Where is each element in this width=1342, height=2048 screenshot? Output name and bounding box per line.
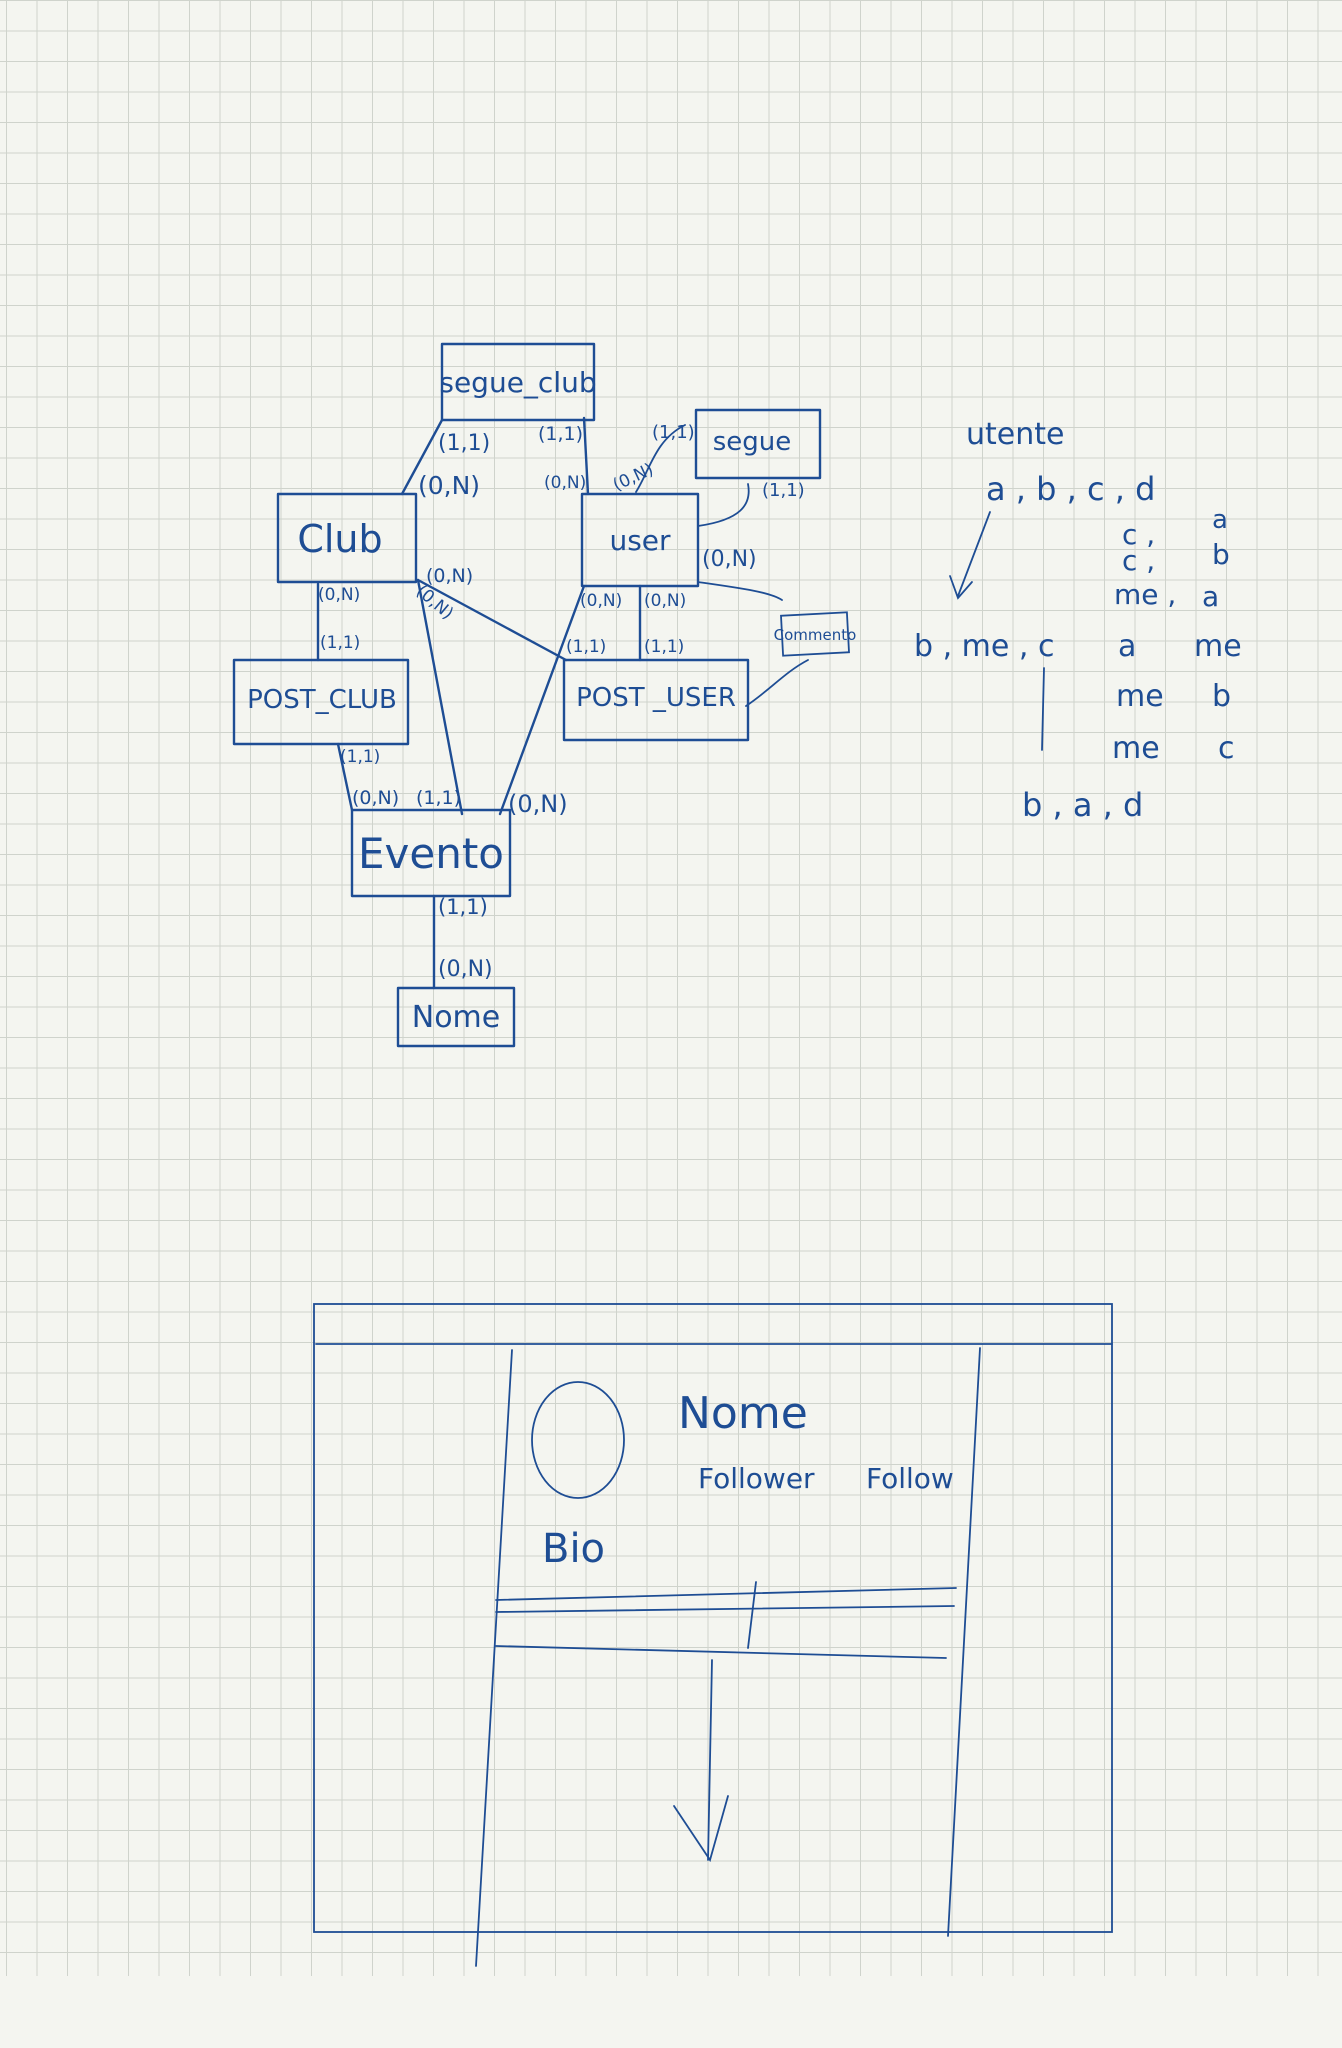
page-bottom-margin xyxy=(0,1976,1342,2048)
tab-bar-bottom xyxy=(495,1645,947,1659)
entity-club: Club xyxy=(276,492,418,584)
pair-right: b xyxy=(1212,679,1231,714)
entity-label: POST_CLUB xyxy=(247,685,397,715)
follower-label: Follower xyxy=(698,1462,815,1495)
entity-user: user xyxy=(580,492,700,588)
entity-label: user xyxy=(609,524,671,557)
entity-label: Club xyxy=(297,517,382,561)
pair-left: c , xyxy=(1122,518,1155,551)
pair-left: a xyxy=(1118,629,1136,664)
entity-label: segue_club xyxy=(439,366,596,399)
profile-wireframe: Nome Follower Follow Bio xyxy=(313,1303,1113,1967)
follow-label: Follow xyxy=(866,1462,954,1495)
cardinality-labels: (1,1) (1,1) (0,N) (0,N) (0,N) (1,1) (1,1… xyxy=(318,422,805,982)
tab-divider xyxy=(747,1581,757,1649)
bio-label: Bio xyxy=(542,1526,605,1572)
notes: utente a , b , c , d b , me , c b , a , … xyxy=(914,417,1242,824)
entity-post-club: POST_CLUB xyxy=(232,658,410,746)
cardinality-label: (1,1) xyxy=(566,637,606,657)
pair-left: c , xyxy=(1122,544,1155,577)
cardinality-label: (0,N) xyxy=(352,787,399,809)
content-right-edge xyxy=(947,1347,981,1937)
cardinality-label: (1,1) xyxy=(762,480,805,501)
entity-label: Nome xyxy=(412,1000,500,1035)
tab-bar-line xyxy=(495,1605,955,1613)
entity-label: POST _USER xyxy=(576,683,736,713)
pair-left: me xyxy=(1112,731,1160,766)
cardinality-label: (1,1) xyxy=(340,747,380,767)
entity-segue-club: segue_club xyxy=(439,342,597,422)
entity-label: segue xyxy=(713,427,792,457)
cardinality-label: (1,1) xyxy=(438,431,490,456)
cardinality-label: (0,N) xyxy=(418,471,480,500)
cardinality-label: (0,N) xyxy=(544,473,586,493)
entity-post-user: POST _USER xyxy=(562,658,750,742)
entity-label: Commento xyxy=(774,626,857,644)
entity-evento: Evento xyxy=(350,808,512,898)
content-left-edge xyxy=(475,1349,513,1967)
cardinality-label: (0,N) xyxy=(644,591,686,611)
notes-bottom-list: b , a , d xyxy=(1022,786,1143,824)
pair-right: a xyxy=(1202,580,1219,613)
pair-right: me xyxy=(1194,629,1242,664)
relationship-lines xyxy=(316,416,809,990)
entity-label: Evento xyxy=(358,829,504,878)
cardinality-label: (0,N) xyxy=(610,460,657,496)
avatar-icon xyxy=(531,1381,625,1499)
scroll-down-icon xyxy=(673,1795,729,1863)
pair-right: b xyxy=(1212,538,1230,571)
cardinality-label: (0,N) xyxy=(508,790,568,818)
cardinality-label: (1,1) xyxy=(644,637,684,657)
notes-row1: a , b , c , d xyxy=(986,470,1155,508)
pair-left: me xyxy=(1116,679,1164,714)
cardinality-label: (0,N) xyxy=(702,547,757,572)
er-diagram: segue_club segue Club user POST_CLUB POS… xyxy=(232,342,857,1048)
tab-bar-top xyxy=(495,1587,957,1601)
cardinality-label: (0,N) xyxy=(426,565,473,587)
pair-right: c xyxy=(1218,731,1235,766)
screen-frame xyxy=(313,1303,1113,1933)
entity-nome: Nome xyxy=(396,986,516,1048)
entity-commento: Commento xyxy=(774,611,857,657)
cardinality-label: (0,N) xyxy=(438,957,493,982)
cardinality-label: (1,1) xyxy=(538,423,583,445)
entity-segue: segue xyxy=(694,408,822,480)
profile-name: Nome xyxy=(678,1388,808,1439)
cardinality-label: (0,N) xyxy=(318,585,360,605)
cardinality-label: (1,1) xyxy=(416,787,461,809)
pair-left: me , xyxy=(1114,578,1176,611)
cardinality-label: (0,N) xyxy=(580,591,622,611)
notes-title: utente xyxy=(966,417,1064,452)
cardinality-label: (1,1) xyxy=(438,895,488,919)
scroll-arrow-shaft xyxy=(707,1659,713,1861)
cardinality-label: (1,1) xyxy=(652,422,695,443)
pair-right: a xyxy=(1212,505,1228,535)
cardinality-label: (1,1) xyxy=(320,633,360,653)
notes-left-list: b , me , c xyxy=(914,629,1054,664)
